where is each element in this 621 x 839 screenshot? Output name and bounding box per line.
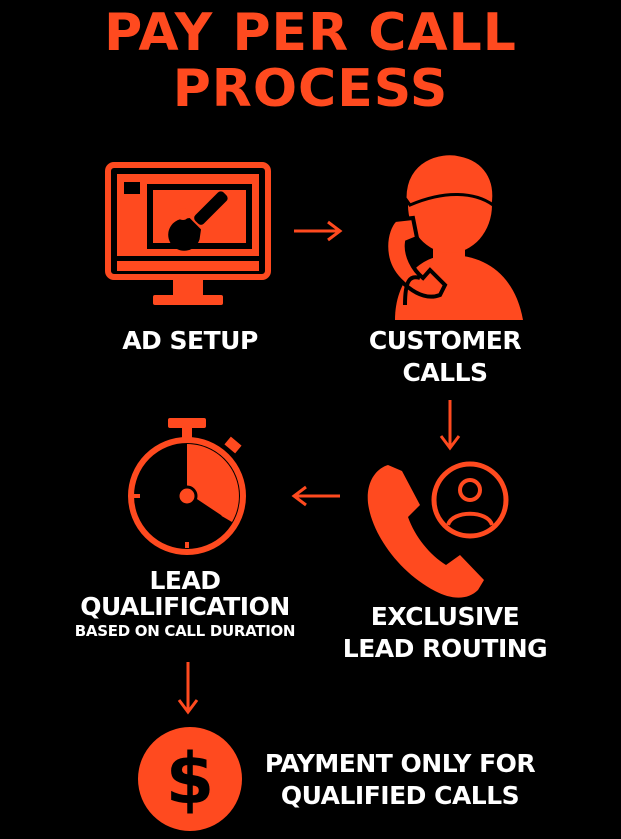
lead-qualification-label-line2: QUALIFICATION <box>80 592 290 621</box>
customer-calls-label-line1: CUSTOMER <box>368 326 522 355</box>
customer-calls-label-line2: CALLS <box>402 358 488 387</box>
lead-routing-label-line2: LEAD ROUTING <box>342 634 548 663</box>
payment-label-line2: QUALIFIED CALLS <box>280 781 520 810</box>
arrow-down-icon <box>439 400 461 451</box>
person-phone-icon <box>384 152 523 320</box>
lead-qualification-label-line1: LEAD <box>149 566 221 595</box>
arrow-down-icon-2 <box>177 662 199 715</box>
lead-qualification-sublabel: BASED ON CALL DURATION <box>74 622 296 640</box>
ad-setup-label: AD SETUP <box>122 326 258 355</box>
phone-user-icon <box>367 461 509 598</box>
page-title-line1: PAY PER CALL <box>104 3 517 63</box>
payment-label-line1: PAYMENT ONLY FOR <box>264 749 536 778</box>
page-title-line2: PROCESS <box>172 59 449 119</box>
arrow-left-icon <box>291 485 340 507</box>
monitor-wrench-icon <box>105 162 271 305</box>
stopwatch-icon <box>128 418 246 555</box>
arrow-right-icon <box>294 220 343 242</box>
dollar-coin-icon: $ <box>138 727 242 831</box>
lead-routing-label-line1: EXCLUSIVE <box>370 602 520 631</box>
dollar-sign: $ <box>165 738 215 820</box>
